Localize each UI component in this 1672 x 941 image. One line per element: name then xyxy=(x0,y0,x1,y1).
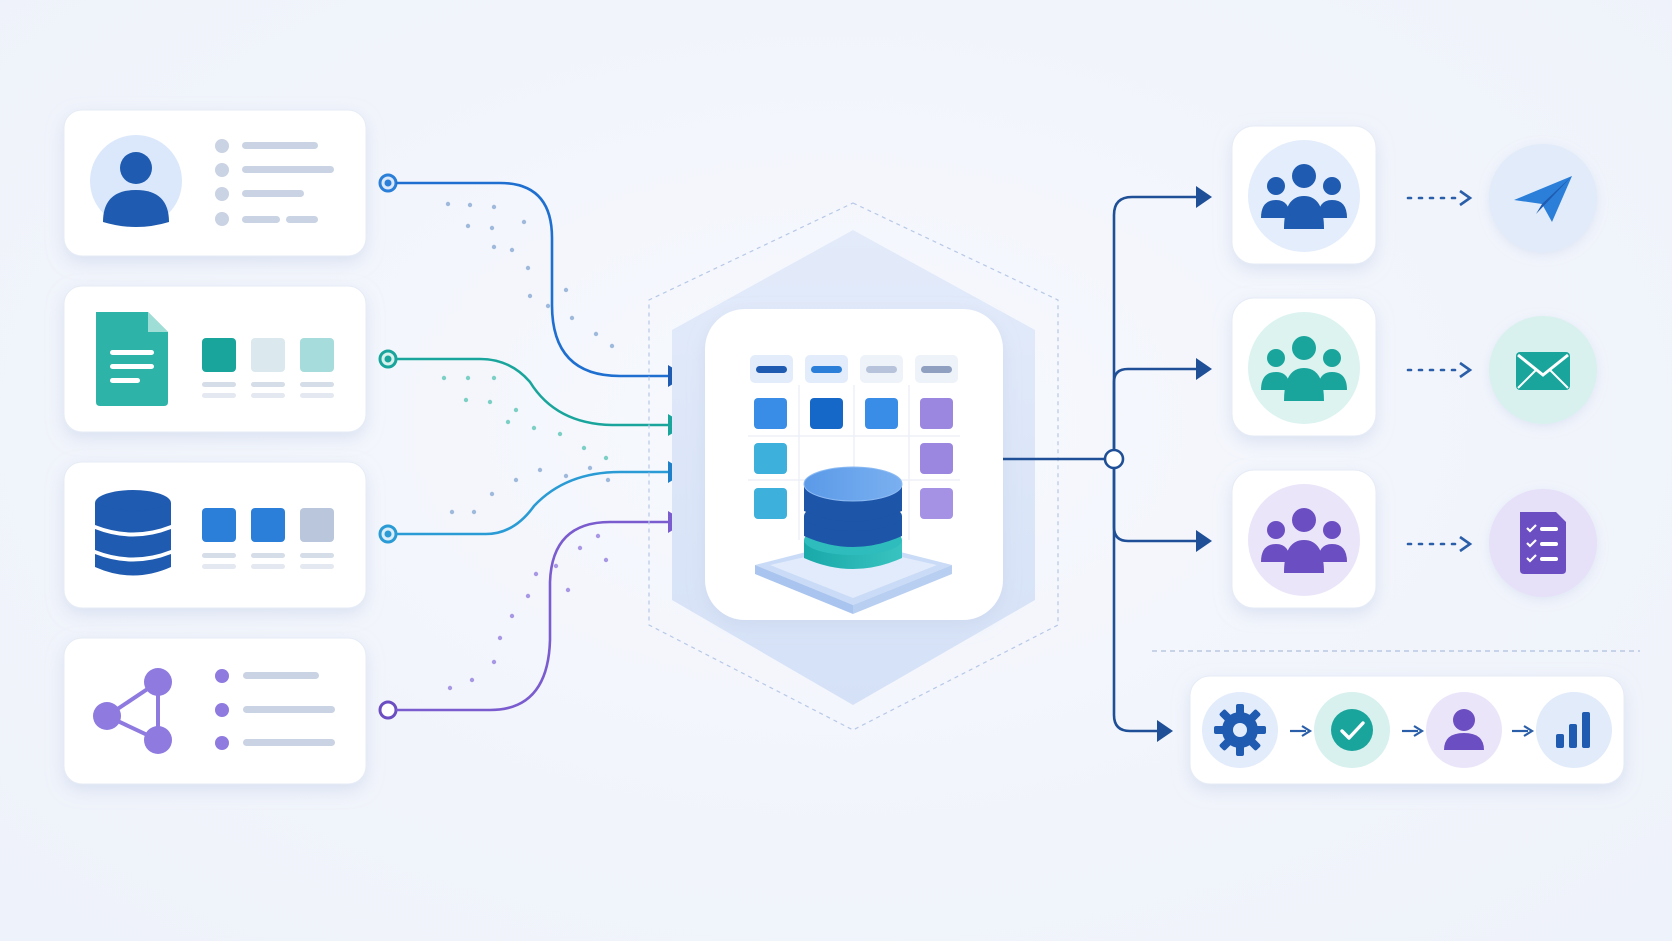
database-icon xyxy=(95,490,171,576)
pipeline-step-gear[interactable] xyxy=(1202,692,1278,768)
output-card-purple-team[interactable] xyxy=(1231,469,1377,609)
bar-chart-icon xyxy=(1556,712,1590,748)
pipeline-arrow xyxy=(1290,725,1313,737)
report-target[interactable] xyxy=(1489,489,1597,597)
check-icon xyxy=(1331,709,1373,751)
output-card-teal-team[interactable] xyxy=(1231,297,1377,437)
source-card-database[interactable] xyxy=(63,461,367,609)
pipeline-step-check[interactable] xyxy=(1314,692,1390,768)
graph-detail-lines xyxy=(215,669,335,750)
output-card-blue-team[interactable] xyxy=(1231,125,1377,265)
branch-node xyxy=(1103,448,1125,470)
report-icon xyxy=(1520,512,1566,574)
document-icon xyxy=(96,312,168,406)
gear-icon xyxy=(1214,704,1266,756)
user-icon xyxy=(103,152,169,227)
table-cells xyxy=(754,398,953,519)
input-connector-sky xyxy=(378,461,686,544)
mail-icon xyxy=(1516,352,1570,390)
pipeline-arrow xyxy=(1402,725,1425,737)
team-icon xyxy=(1261,508,1347,573)
send-target[interactable] xyxy=(1489,144,1597,252)
workflow-pipeline[interactable] xyxy=(1189,675,1625,785)
source-card-document[interactable] xyxy=(63,285,367,433)
data-warehouse-icon xyxy=(803,466,903,569)
team-icon xyxy=(1261,336,1347,401)
output-connector xyxy=(1003,186,1212,742)
mail-target[interactable] xyxy=(1489,316,1597,424)
send-icon xyxy=(1514,176,1572,222)
input-connector-blue xyxy=(378,173,686,387)
hub-outer-hex xyxy=(648,202,1059,731)
central-hub[interactable] xyxy=(648,202,1059,731)
database-fields xyxy=(202,508,334,569)
input-connector-purple xyxy=(378,511,686,720)
pipeline-step-chart[interactable] xyxy=(1536,692,1612,768)
document-fields xyxy=(202,338,334,398)
source-card-network-graph[interactable] xyxy=(63,637,367,785)
share-network-icon xyxy=(93,668,172,754)
arrowhead-icon xyxy=(1157,720,1173,742)
arrowhead-icon xyxy=(1196,186,1212,208)
table-header xyxy=(750,355,958,383)
pipeline-arrow xyxy=(1512,725,1535,737)
arrowhead-icon xyxy=(1196,530,1212,552)
data-particles xyxy=(441,201,615,691)
profile-detail-lines xyxy=(215,139,334,226)
team-icon xyxy=(1261,164,1347,229)
pipeline-step-user[interactable] xyxy=(1426,692,1502,768)
dotted-arrows xyxy=(1406,189,1473,553)
user-icon xyxy=(1444,709,1484,750)
source-card-user-profile[interactable] xyxy=(63,109,367,257)
input-connector-teal xyxy=(378,349,686,436)
arrowhead-icon xyxy=(1196,358,1212,380)
